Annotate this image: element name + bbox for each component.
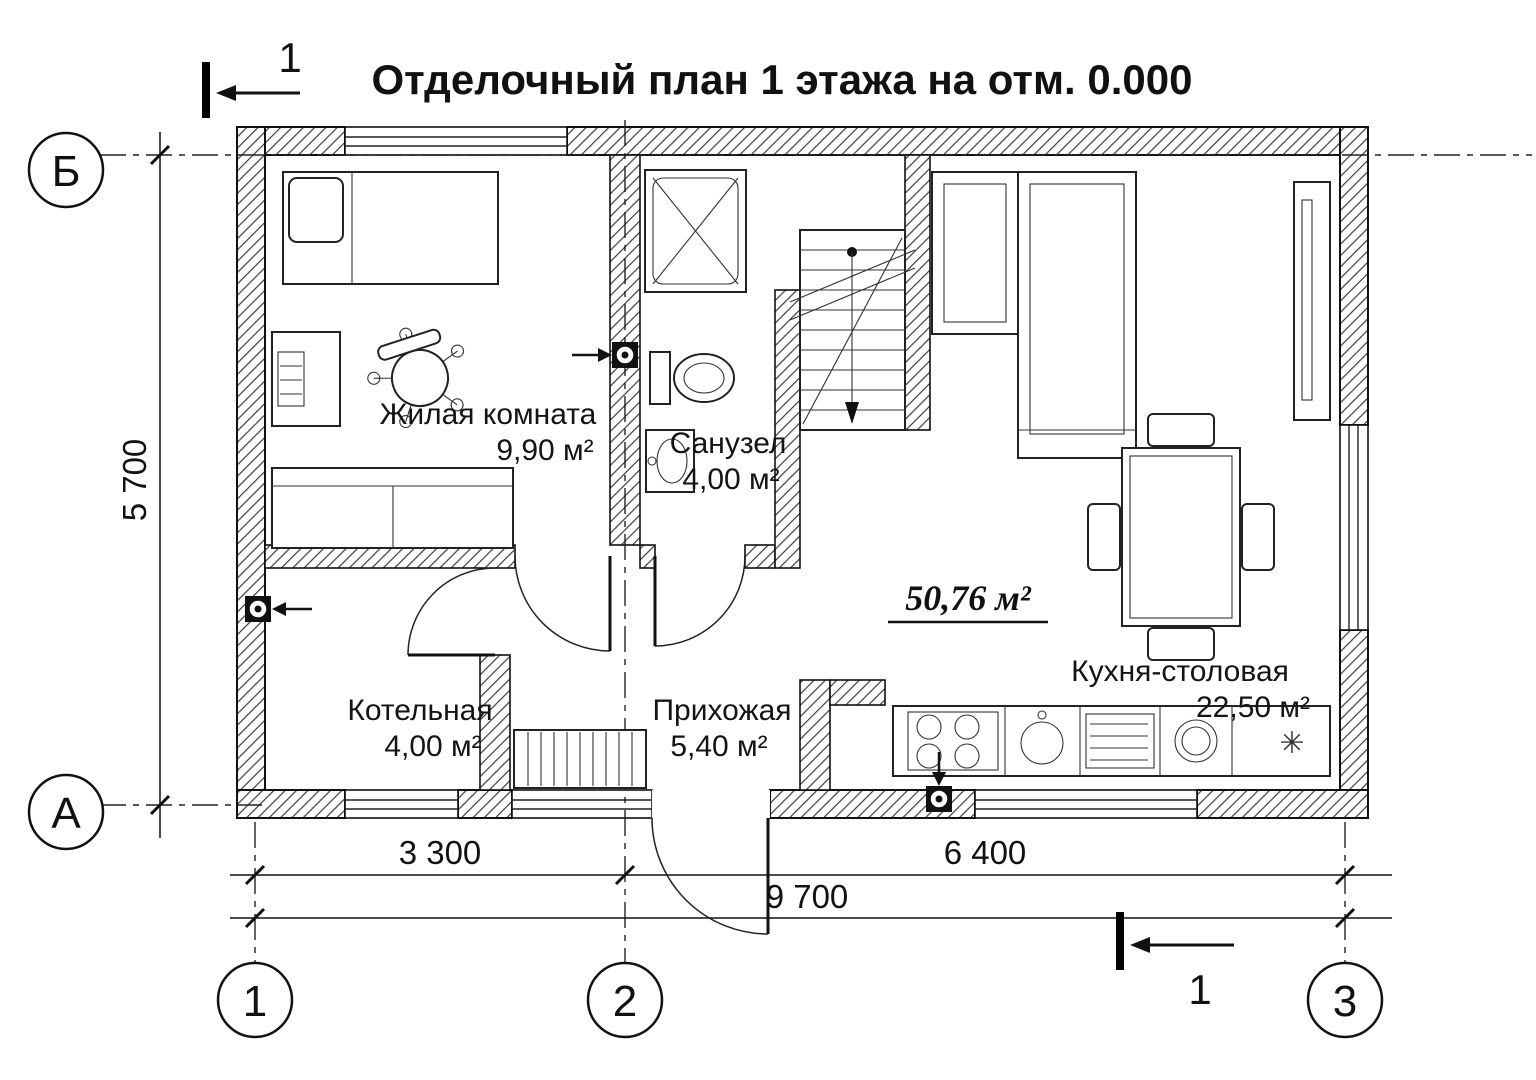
dishwasher: [1085, 713, 1155, 769]
stairs: [789, 229, 916, 431]
window-top: [344, 126, 568, 156]
shower-cabin: [644, 169, 747, 293]
kitchen-sink: [1020, 710, 1064, 765]
corner-sofa: [931, 171, 1137, 459]
wardrobe: [271, 467, 514, 549]
axis-circle: [586, 961, 664, 1039]
room-area-living: 9,90 м²: [496, 434, 593, 467]
bathroom-door: [653, 555, 746, 647]
dining-chair: [1087, 503, 1121, 571]
washing-machine: [1174, 719, 1218, 763]
axis-circle: [1306, 961, 1384, 1039]
total-area-label: 50,76 м²: [905, 578, 1032, 618]
toilet: [649, 351, 735, 405]
office-chair: [367, 327, 465, 429]
window-bottom-kitchen: [974, 789, 1198, 819]
bed: [282, 171, 499, 285]
dining-chair: [1147, 413, 1215, 447]
doors: [407, 555, 770, 935]
stair-arrow-head: [845, 402, 859, 424]
room-name-bath: Санузел: [670, 427, 787, 460]
section-mark-top: 1: [202, 34, 302, 118]
room-name-hall: Прихожая: [652, 694, 791, 727]
entrance-door: [651, 790, 770, 935]
axis-circle: [27, 773, 105, 851]
room-labels: Жилая комната 9,90 м² Санузел 4,00 м² Ко…: [347, 398, 1310, 763]
dining-set: [1087, 413, 1275, 661]
dim-3300: 3 300: [399, 834, 482, 871]
room-area-bath: 4,00 м²: [682, 463, 779, 496]
axis-label-1: 1: [243, 977, 267, 1026]
axis-label-3: 3: [1333, 977, 1357, 1026]
windows: [344, 126, 1369, 819]
furniture: ✳: [271, 169, 1331, 789]
window-bottom-hall: [511, 789, 653, 819]
bath-sink: [645, 429, 695, 493]
living-room-door: [514, 555, 612, 652]
vent-grille-icon: [572, 342, 638, 368]
window-right: [1339, 424, 1369, 631]
room-area-kitchen: 22,50 м²: [1196, 691, 1310, 724]
boiler-room-door: [407, 567, 496, 657]
axis-label-2: 2: [613, 977, 637, 1026]
room-name-kitchen: Кухня-столовая: [1071, 655, 1289, 688]
dining-chair: [1147, 627, 1215, 661]
axis-circle: [216, 961, 294, 1039]
section-mark-bottom: 1: [1116, 912, 1234, 1013]
fridge-snowflake-symbol: ✳: [1279, 726, 1304, 761]
room-name-boiler: Котельная: [347, 694, 492, 727]
window-bottom-boiler: [344, 789, 459, 819]
axis-label-a: А: [51, 789, 81, 838]
stove: [907, 711, 999, 771]
desk: [271, 331, 341, 427]
room-name-living: Жилая комната: [380, 398, 597, 431]
dimension-lines: 3 300 6 400 9 700 5 700: [116, 132, 1392, 929]
dim-5700: 5 700: [116, 439, 153, 522]
axis-circle: [27, 131, 105, 209]
section-label: 1: [278, 34, 301, 81]
grid-markers: Б А 1 2 3: [27, 131, 1384, 1039]
kitchen-counter: ✳: [892, 705, 1331, 777]
dim-6400: 6 400: [944, 834, 1027, 871]
vent-grille-icon: [245, 596, 312, 622]
vent-grille-icon: [926, 752, 952, 812]
dim-9700: 9 700: [766, 878, 849, 915]
tv-cabinet: [1293, 181, 1331, 421]
dining-table: [1121, 447, 1241, 627]
room-area-boiler: 4,00 м²: [384, 730, 481, 763]
axis-lines: [100, 120, 1532, 962]
drawing-title: Отделочный план 1 этажа на отм. 0.000: [372, 56, 1193, 103]
exterior-walls: [236, 126, 1369, 819]
section-label: 1: [1188, 966, 1211, 1013]
vent-symbols: [245, 342, 952, 812]
axis-label-b: Б: [52, 147, 81, 196]
dining-chair: [1241, 503, 1275, 571]
hall-bench: [513, 729, 647, 789]
room-area-hall: 5,40 м²: [670, 730, 767, 763]
